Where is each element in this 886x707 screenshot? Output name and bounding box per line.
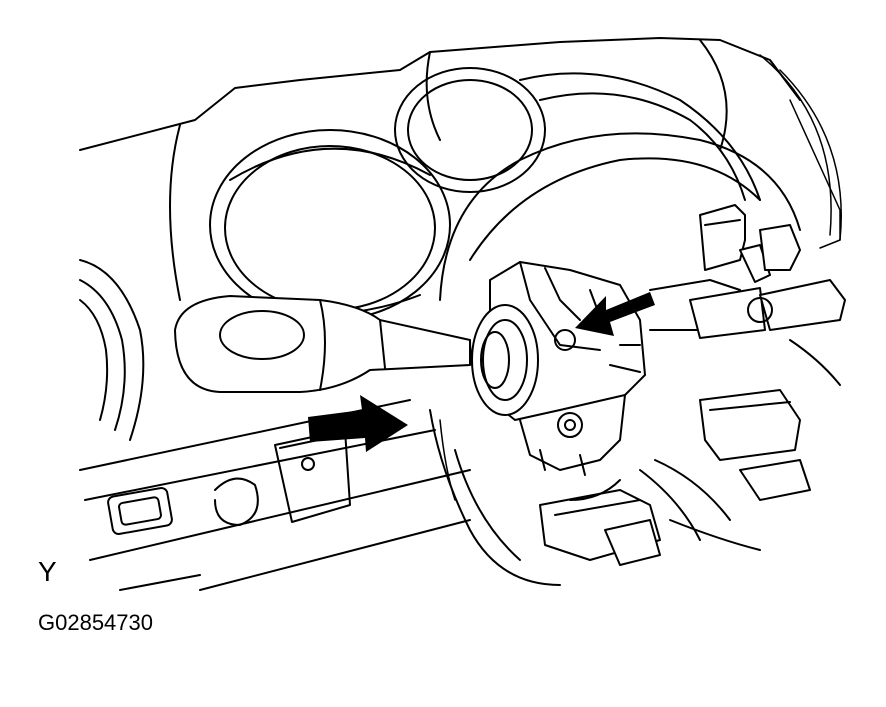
figure-code: G02854730 bbox=[38, 610, 153, 635]
corner-letter: Y bbox=[38, 556, 57, 587]
arrow-icon bbox=[308, 395, 408, 452]
left-gauge bbox=[79, 259, 145, 441]
wiring-connectors bbox=[539, 204, 846, 566]
right-gauge bbox=[394, 67, 761, 201]
column-cover bbox=[429, 132, 801, 586]
lower-dash-panel bbox=[79, 399, 471, 591]
arrow-icon bbox=[575, 292, 655, 336]
center-gauge bbox=[209, 129, 451, 321]
turn-signal-lever bbox=[174, 295, 539, 416]
instrument-panel bbox=[79, 37, 842, 301]
